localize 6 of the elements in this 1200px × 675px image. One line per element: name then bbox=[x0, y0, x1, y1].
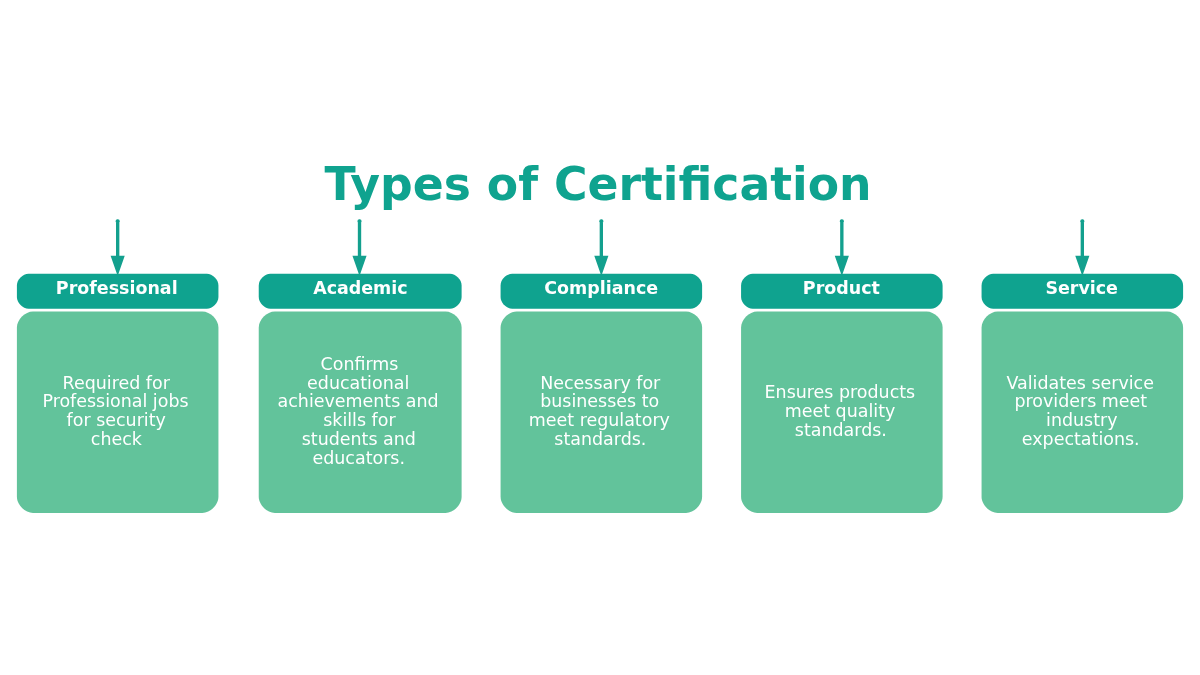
arrow bbox=[594, 222, 609, 276]
arrow bbox=[1075, 222, 1090, 276]
arrow bbox=[352, 222, 367, 276]
diagram-title: Types of Certification bbox=[324, 157, 872, 211]
arrow bbox=[110, 222, 125, 276]
arrow bbox=[834, 222, 849, 276]
